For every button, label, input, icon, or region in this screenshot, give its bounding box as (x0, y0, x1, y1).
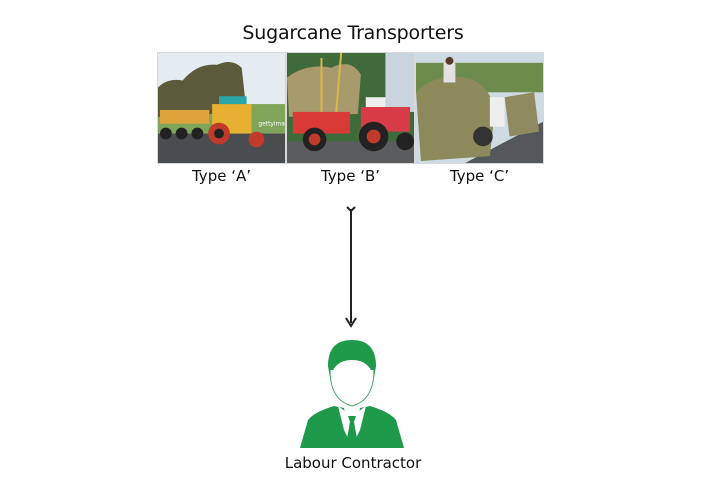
diagram-title: Sugarcane Transporters (242, 22, 464, 44)
labour-contractor-label: Labour Contractor (284, 454, 422, 472)
transporter-photos: gettyimages (157, 52, 545, 164)
photo-type-c (415, 52, 544, 164)
svg-text:gettyimages: gettyimages (258, 122, 285, 128)
down-arrow-connector (345, 206, 357, 328)
tractor-double-trailer-image: gettyimages (158, 53, 285, 163)
businessman-icon (300, 340, 404, 448)
caption-type-a: Type ‘A’ (191, 167, 252, 185)
caption-type-b: Type ‘B’ (320, 167, 381, 185)
photo-type-a: gettyimages (157, 52, 286, 164)
photo-type-b (286, 52, 415, 164)
transporter-captions: Type ‘A’ Type ‘B’ Type ‘C’ (157, 167, 545, 185)
red-tractor-trailer-image (287, 53, 414, 163)
caption-type-c: Type ‘C’ (449, 167, 510, 185)
bullock-carts-image (416, 53, 543, 163)
